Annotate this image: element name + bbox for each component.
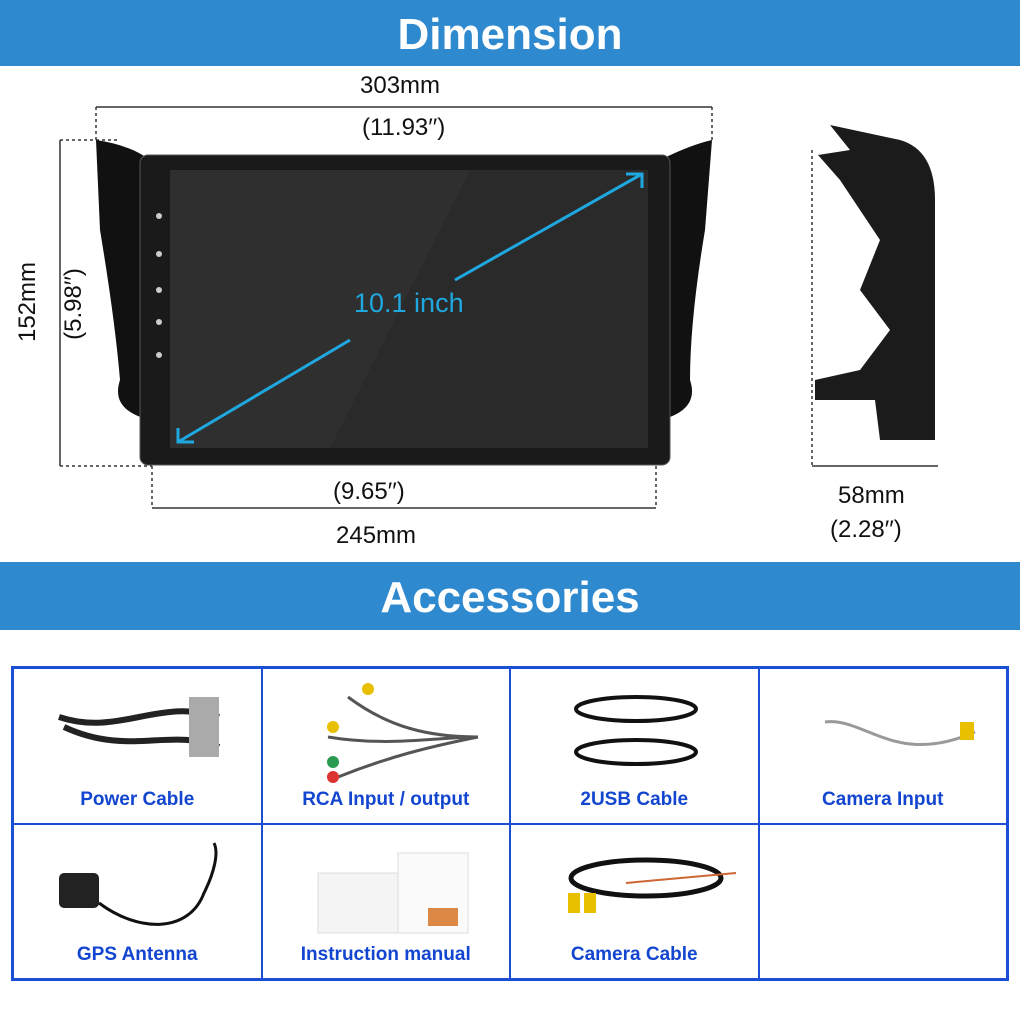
- accessory-label: 2USB Cable: [580, 788, 689, 810]
- screen-width-in: (9.65′′): [333, 478, 405, 505]
- head-unit-drawing: [59, 106, 938, 509]
- width-mm: 303mm: [360, 72, 441, 99]
- accessory-label: Instruction manual: [300, 944, 471, 965]
- accessory-camera-cable: Camera Cable: [510, 823, 759, 979]
- accessories-grid: Power Cable RCA Input / output 2USB Cabl…: [11, 666, 1009, 981]
- accessory-camera-input: Camera Input: [758, 668, 1007, 824]
- diagonal-label: 10.1 inch: [354, 288, 464, 318]
- accessory-gps: GPS Antenna: [13, 823, 262, 979]
- depth-mm: 58mm: [838, 482, 905, 509]
- accessory-label: Power Cable: [80, 788, 195, 810]
- screen-width-mm: 245mm: [336, 522, 417, 549]
- accessory-empty: [758, 823, 1007, 979]
- accessory-rca: RCA Input / output: [261, 668, 510, 824]
- accessory-label: Camera Cable: [570, 944, 698, 965]
- dimension-banner: Dimension: [0, 0, 1020, 66]
- depth-in: (2.28′′): [830, 516, 902, 543]
- accessory-label: RCA Input / output: [302, 788, 470, 810]
- accessory-manual: Instruction manual: [261, 823, 510, 979]
- accessories-banner: Accessories: [0, 562, 1020, 630]
- accessory-label: GPS Antenna: [76, 944, 198, 965]
- accessory-power-cable: Power Cable: [13, 668, 262, 824]
- accessory-usb: 2USB Cable: [510, 668, 759, 824]
- width-in: (11.93′′): [362, 114, 446, 141]
- accessory-label: Camera Input: [822, 788, 944, 810]
